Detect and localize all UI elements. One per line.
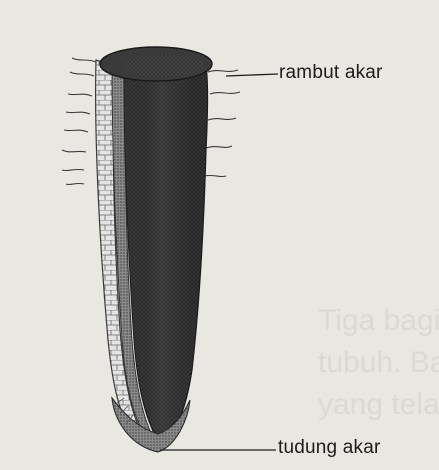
label-root-hair: rambut akar <box>279 62 383 84</box>
top-cross-section-inner <box>124 55 204 77</box>
bleed-line-2: tubuh. Bagian a <box>318 346 439 379</box>
leader-line-root-hair <box>226 74 278 76</box>
root-hairs-left <box>62 58 96 185</box>
label-root-cap: tudung akar <box>278 437 381 459</box>
root-hairs-right <box>204 70 240 177</box>
bleed-through-text: Tiga bagian pok tubuh. Bagian a yang tel… <box>318 304 439 421</box>
bleed-line-1: Tiga bagian pok <box>318 304 439 337</box>
bleed-line-3: yang telah ban <box>318 388 439 421</box>
